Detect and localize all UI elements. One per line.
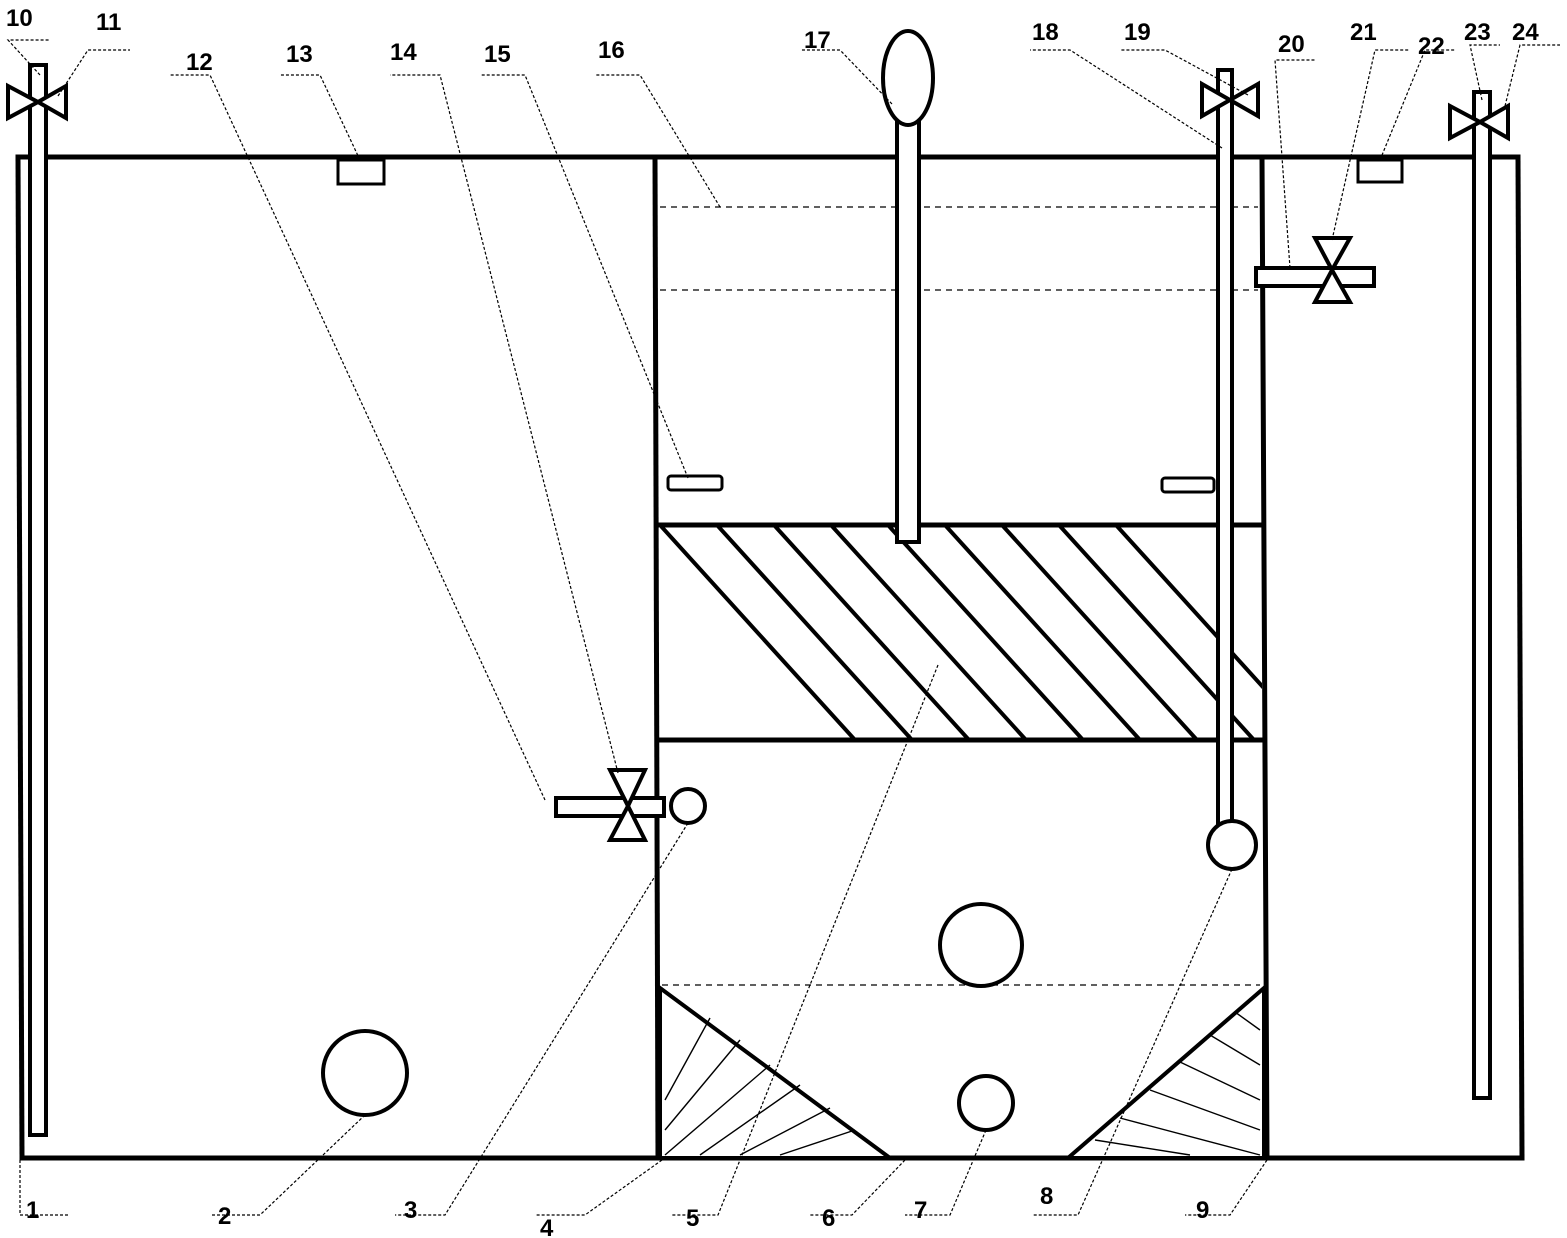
- label-12: 12: [186, 49, 213, 76]
- label-16: 16: [598, 37, 625, 64]
- number-labels: 1 2 3 4 5 6 7 8 9 10 11 12 13 14 15 16 1…: [6, 5, 1539, 1238]
- label-19: 19: [1124, 19, 1151, 46]
- label-7: 7: [914, 1197, 927, 1224]
- label-17: 17: [804, 27, 831, 54]
- aeration-pipe: [1216, 68, 1234, 832]
- inner-reactor: [652, 154, 1270, 1161]
- reactor-circle-upper: [938, 902, 1024, 988]
- bottom-right-wedge: [1062, 983, 1266, 1160]
- label-3: 3: [404, 1197, 417, 1224]
- label-14: 14: [390, 39, 417, 66]
- label-9: 9: [1196, 1197, 1209, 1224]
- aerator-ball: [1206, 819, 1258, 871]
- right-vertical-pipe: [1472, 90, 1492, 1100]
- aeration-pipe-valve: [1200, 80, 1260, 120]
- overflow-slot-right: [1160, 476, 1216, 494]
- label-22: 22: [1418, 33, 1445, 60]
- label-6: 6: [822, 1205, 835, 1232]
- vent-slot-right: [1356, 158, 1404, 184]
- inlet-pipe: [554, 768, 707, 842]
- label-4: 4: [540, 1215, 554, 1238]
- left-chamber-circle: [321, 1029, 409, 1117]
- filter-bed: [660, 525, 1262, 740]
- label-11: 11: [96, 9, 121, 36]
- label-13: 13: [286, 41, 313, 68]
- label-5: 5: [686, 1205, 699, 1232]
- label-8: 8: [1040, 1183, 1053, 1210]
- label-1: 1: [26, 1197, 39, 1224]
- label-21: 21: [1350, 19, 1377, 46]
- bottom-left-wedge: [658, 984, 897, 1160]
- label-24: 24: [1512, 19, 1539, 46]
- stirrer-rod: [881, 29, 935, 544]
- label-20: 20: [1278, 31, 1305, 58]
- overflow-slot-left: [666, 474, 724, 492]
- label-15: 15: [484, 41, 511, 68]
- leader-lines: [6, 39, 1560, 1216]
- side-outlet-pipe: [1254, 236, 1376, 304]
- label-2: 2: [218, 1203, 231, 1230]
- label-18: 18: [1032, 19, 1059, 46]
- right-pipe-valve: [1448, 102, 1510, 142]
- label-10: 10: [6, 5, 33, 32]
- outer-tank: [15, 154, 1525, 1161]
- liquid-levels: [660, 206, 1260, 986]
- vent-slot-left: [336, 158, 386, 186]
- left-vertical-pipe: [28, 63, 48, 1137]
- reactor-circle-lower: [957, 1074, 1015, 1132]
- label-23: 23: [1464, 19, 1491, 46]
